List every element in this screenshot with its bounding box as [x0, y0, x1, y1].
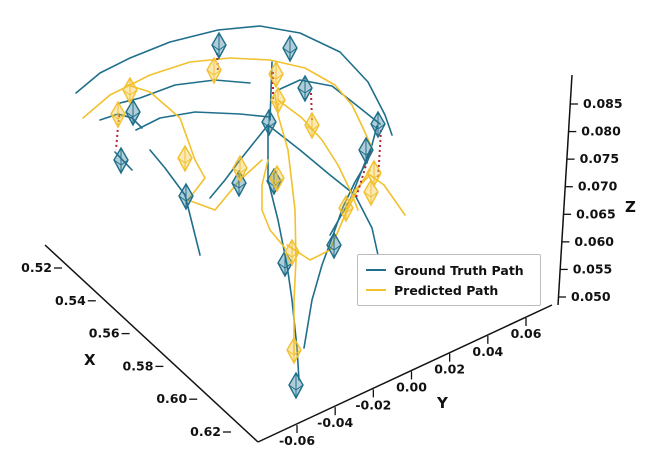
ground-truth-pose-marker — [261, 108, 277, 137]
legend-swatch-ground-truth — [366, 269, 386, 271]
x-tick-label: 0.60 — [156, 391, 187, 406]
y-tick-label: 0.00 — [396, 380, 427, 395]
predicted-pose-marker — [270, 86, 286, 115]
ground-truth-pose-marker — [288, 371, 304, 400]
z-tick-label: 0.070 — [578, 179, 618, 194]
predicted-segment — [277, 99, 359, 211]
legend-label-predicted: Predicted Path — [394, 282, 499, 298]
predicted-pose-marker — [122, 76, 138, 105]
predicted-pose-marker — [110, 100, 126, 129]
predicted-pose-marker — [338, 194, 354, 223]
y-tick-label: -0.02 — [355, 397, 391, 412]
z-axis-label: Z — [625, 198, 636, 216]
x-tick-label: 0.58 — [123, 358, 154, 373]
legend-label-ground-truth: Ground Truth Path — [394, 262, 524, 278]
ground-truth-segment — [99, 113, 143, 129]
ground-truth-segment — [75, 25, 393, 136]
predicted-pose-marker — [269, 164, 285, 193]
predicted-pose-marker — [206, 56, 222, 85]
x-axis-line — [44, 244, 259, 443]
ground-truth-segment — [269, 61, 273, 121]
y-tick-label: 0.04 — [472, 344, 503, 359]
legend-swatch-predicted — [366, 289, 386, 291]
y-tick-label: 0.06 — [511, 326, 542, 341]
x-tick-label: 0.52 — [21, 260, 52, 275]
predicted-segment — [187, 159, 263, 211]
ground-truth-pose-marker — [211, 31, 227, 60]
z-tick-label: 0.050 — [571, 289, 611, 304]
z-tick-label: 0.075 — [580, 151, 620, 166]
legend: Ground Truth Path Predicted Path — [357, 254, 541, 306]
ground-truth-segment — [119, 79, 251, 104]
ground-truth-pose-marker — [358, 136, 374, 165]
ground-truth-pose-marker — [178, 182, 194, 211]
predicted-pose-marker — [284, 238, 300, 267]
ground-truth-segment — [267, 124, 379, 256]
y-tick-label: -0.06 — [279, 433, 315, 448]
z-axis-line — [557, 74, 573, 306]
axes-frame — [44, 74, 578, 443]
legend-item-ground-truth: Ground Truth Path — [366, 261, 524, 279]
y-tick-label: -0.04 — [317, 415, 353, 430]
legend-item-predicted: Predicted Path — [366, 281, 498, 299]
ground-truth-pose-marker — [297, 74, 313, 103]
y-axis-line — [257, 304, 553, 443]
ground-truth-segment — [277, 79, 381, 125]
tick-labels: 0.52 0.54 0.56 0.58 0.60 0.62 -0.06-0.04-0.02 0… — [21, 96, 622, 448]
z-tick-label: 0.065 — [576, 206, 616, 221]
y-axis-label: Y — [436, 394, 449, 412]
ground-truth-segment — [209, 124, 269, 199]
x-tick-label: 0.62 — [190, 424, 221, 439]
z-tick-label: 0.060 — [574, 234, 614, 249]
x-tick-label: 0.56 — [89, 326, 120, 341]
predicted-pose-marker — [304, 111, 320, 140]
ground-truth-pose-marker — [370, 110, 386, 139]
error-connector — [355, 151, 371, 199]
z-tick-label: 0.080 — [581, 124, 621, 139]
x-axis-label: X — [84, 351, 96, 369]
predicted-pose-marker — [286, 336, 302, 365]
error-connector — [377, 129, 382, 181]
z-tick-label: 0.055 — [573, 261, 613, 276]
ground-truth-pose-marker — [113, 146, 129, 175]
predicted-pose-marker — [232, 154, 248, 183]
predicted-pose-marker — [366, 159, 382, 188]
predicted-segment — [127, 84, 206, 201]
z-tick-label: 0.085 — [583, 96, 623, 111]
ground-truth-segment — [149, 149, 201, 256]
ground-truth-segment — [135, 111, 271, 131]
ground-truth-pose-marker — [326, 231, 342, 260]
ground-truth-pose-marker — [282, 34, 298, 63]
trajectories — [75, 25, 406, 400]
predicted-segment — [261, 159, 286, 249]
predicted-pose-marker — [268, 60, 284, 89]
predicted-segment — [274, 94, 297, 356]
ground-truth-pose-marker — [125, 98, 141, 127]
predicted-pose-marker — [177, 144, 193, 173]
x-tick-label: 0.54 — [55, 293, 86, 308]
ground-truth-segment — [114, 151, 133, 171]
predicted-segment — [82, 57, 373, 149]
error-connector — [216, 52, 219, 73]
y-tick-label: 0.02 — [434, 362, 465, 377]
